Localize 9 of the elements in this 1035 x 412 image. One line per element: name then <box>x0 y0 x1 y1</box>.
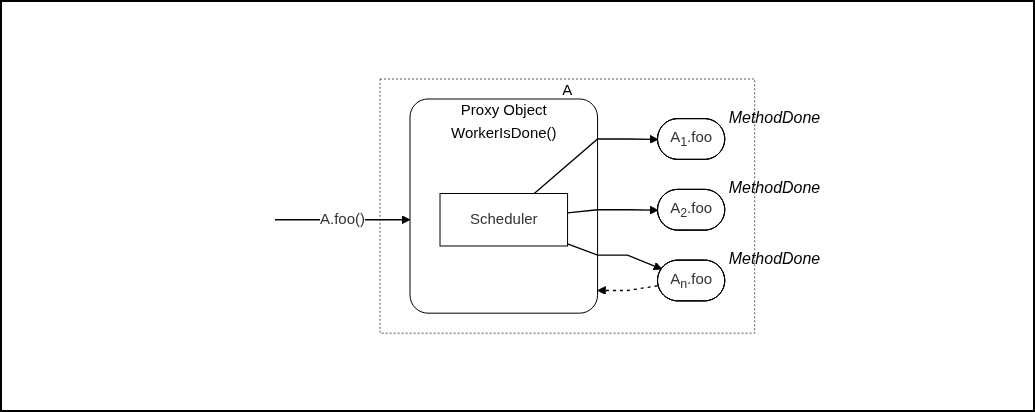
node-caption: MethodDone <box>728 108 821 126</box>
node-box: Scheduler <box>439 192 568 247</box>
arrow <box>566 205 659 215</box>
edge-label: A.foo() <box>319 210 365 228</box>
node-caption: MethodDone <box>728 250 821 267</box>
node-caption: MethodDone <box>728 179 821 197</box>
arrow <box>596 285 658 295</box>
arrow <box>533 134 659 195</box>
arrow <box>566 243 663 271</box>
